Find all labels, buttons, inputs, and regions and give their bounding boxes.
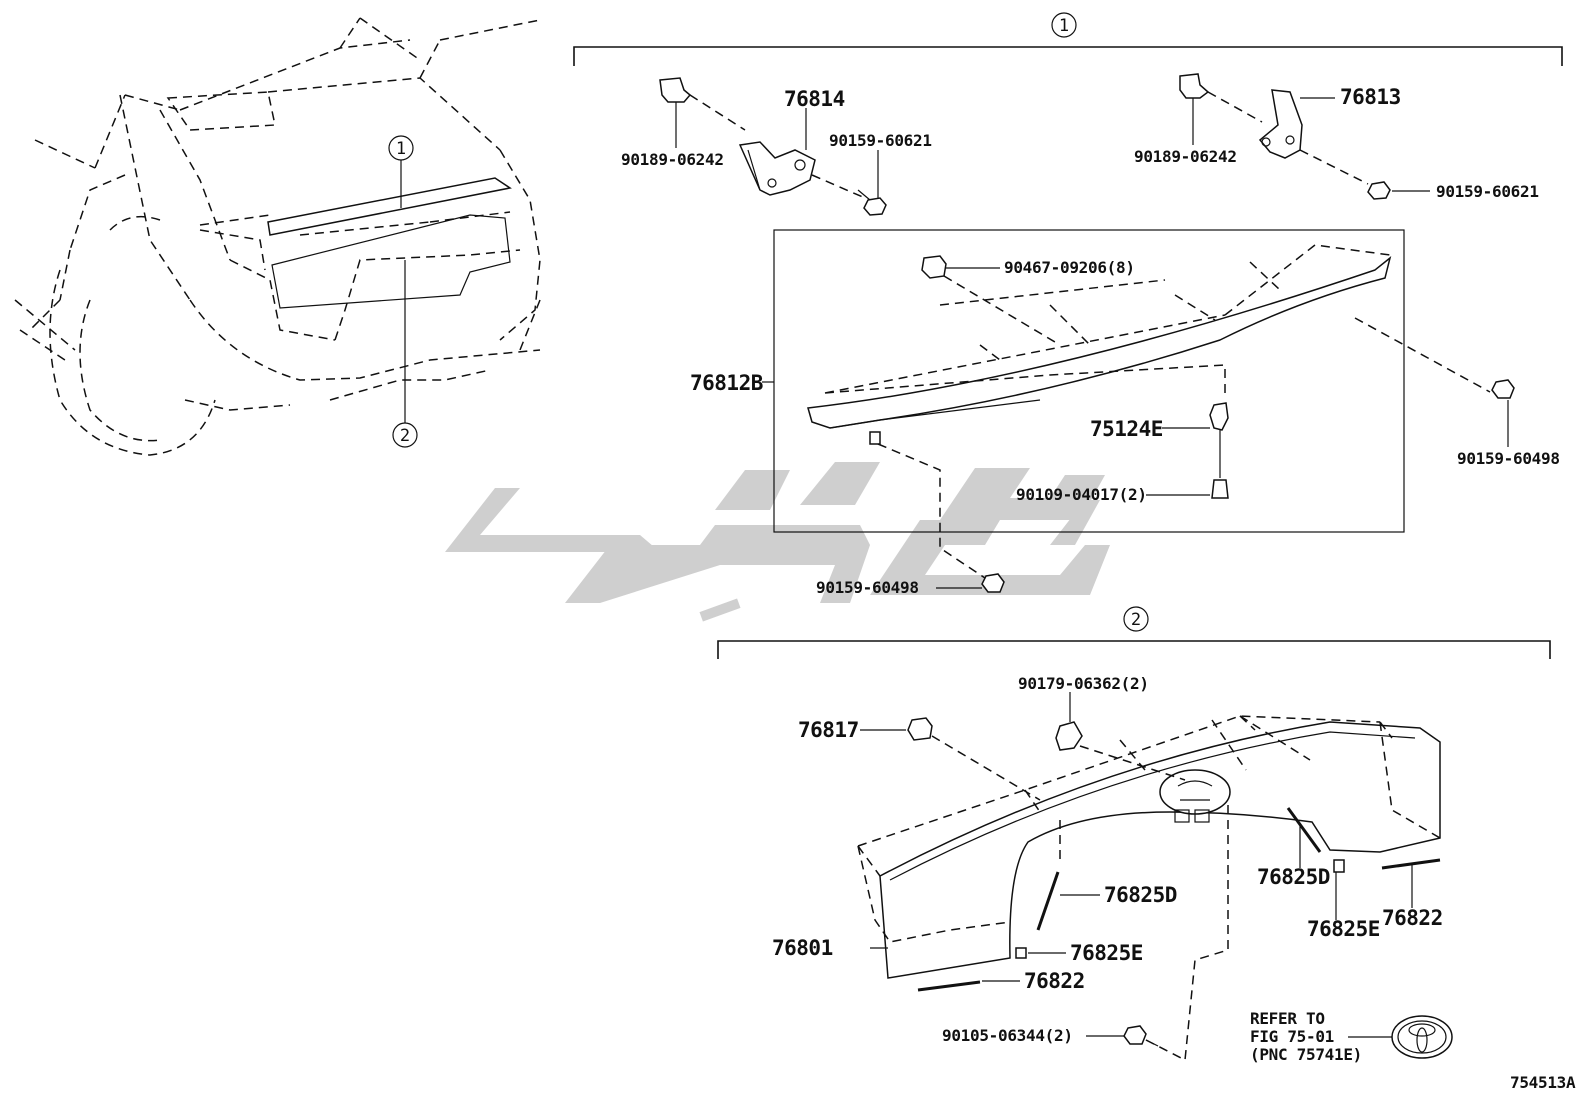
part-76812B: 76812B [690, 371, 763, 395]
part-76801: 76801 [772, 936, 833, 960]
part-76825E-left: 76825E [1070, 941, 1143, 965]
svg-text:1: 1 [396, 139, 406, 159]
figure-id: 754513A [1510, 1073, 1576, 1092]
callout-1-marker: 1 [388, 135, 414, 208]
seal-76825D-left: 76825D [1036, 871, 1177, 931]
part-90109-04017-2: 90109-04017(2) [1016, 485, 1147, 504]
part-76822-right: 76822 [1382, 906, 1443, 930]
part-90189-06242-right: 90189-06242 [1134, 147, 1237, 166]
svg-text:(PNC 75741E): (PNC 75741E) [1250, 1045, 1362, 1064]
bracket-76813: 76813 [1258, 85, 1401, 159]
tape-76822-left: 76822 [917, 969, 1085, 993]
garnish-76801: 76801 [772, 715, 1441, 1061]
watermark-logo [445, 462, 1110, 622]
part-76813: 76813 [1340, 85, 1401, 109]
part-75124E: 75124E [1090, 417, 1163, 441]
part-90159-60498-right: 90159-60498 [1457, 449, 1560, 468]
part-76825E-right: 76825E [1307, 917, 1380, 941]
clip-90189-right: 90189-06242 [1134, 73, 1263, 166]
svg-text:2: 2 [1131, 610, 1141, 630]
part-76825D-left: 76825D [1104, 883, 1177, 907]
section-2-header: 2 [717, 606, 1551, 659]
clip-76817: 76817 [798, 717, 1041, 801]
part-90189-06242-left: 90189-06242 [621, 150, 724, 169]
svg-text:FIG 75-01: FIG 75-01 [1250, 1027, 1334, 1046]
part-76817: 76817 [798, 718, 859, 742]
part-76814: 76814 [784, 87, 845, 111]
vehicle-rear-view [14, 17, 541, 456]
part-90467-09206-8: 90467-09206(8) [1004, 258, 1135, 277]
screw-90159-60621-left: 90159-60621 [811, 131, 932, 216]
screw-90159-60621-right: 90159-60621 [1299, 149, 1539, 201]
spoiler-76812B: 76812B [690, 244, 1491, 579]
bracket-76814: 76814 [738, 87, 845, 196]
tape-76822-right: 76822 [1381, 858, 1443, 930]
svg-text:1: 1 [1059, 16, 1069, 36]
part-90159-60621-left: 90159-60621 [829, 131, 932, 150]
svg-text:REFER TO: REFER TO [1250, 1009, 1325, 1028]
clip-75124E: 75124E [1090, 402, 1229, 478]
seal-76825E-right: 76825E [1307, 859, 1380, 941]
screw-90159-60498-bottom: 90159-60498 [816, 573, 1005, 597]
part-76822-left: 76822 [1024, 969, 1085, 993]
part-90105-06344-2: 90105-06344(2) [942, 1026, 1073, 1045]
seal-76825E-left: 76825E [1015, 941, 1143, 965]
screw-90105: 90105-06344(2) [942, 1025, 1186, 1061]
seal-76825D-right: 76825D [1257, 807, 1330, 889]
spoiler-box [773, 229, 1405, 533]
clip-90467: 90467-09206(8) [921, 255, 1135, 346]
svg-text:2: 2 [400, 426, 410, 446]
screw-90159-60498-right: 90159-60498 [1457, 379, 1560, 468]
part-90159-60498-bottom: 90159-60498 [816, 578, 919, 597]
part-90159-60621-right: 90159-60621 [1436, 182, 1539, 201]
callout-2-marker: 2 [392, 260, 418, 448]
section-1-header: 1 [573, 12, 1563, 66]
emblem-reference: REFER TO FIG 75-01 (PNC 75741E) [1250, 1009, 1453, 1064]
clip-90189-left: 90189-06242 [621, 77, 746, 169]
clip-90179: 90179-06362(2) [1018, 674, 1186, 781]
screw-90109: 90109-04017(2) [1016, 479, 1229, 504]
part-76825D-right: 76825D [1257, 865, 1330, 889]
toyota-emblem-icon [1391, 1015, 1453, 1059]
part-90179-06362-2: 90179-06362(2) [1018, 674, 1149, 693]
